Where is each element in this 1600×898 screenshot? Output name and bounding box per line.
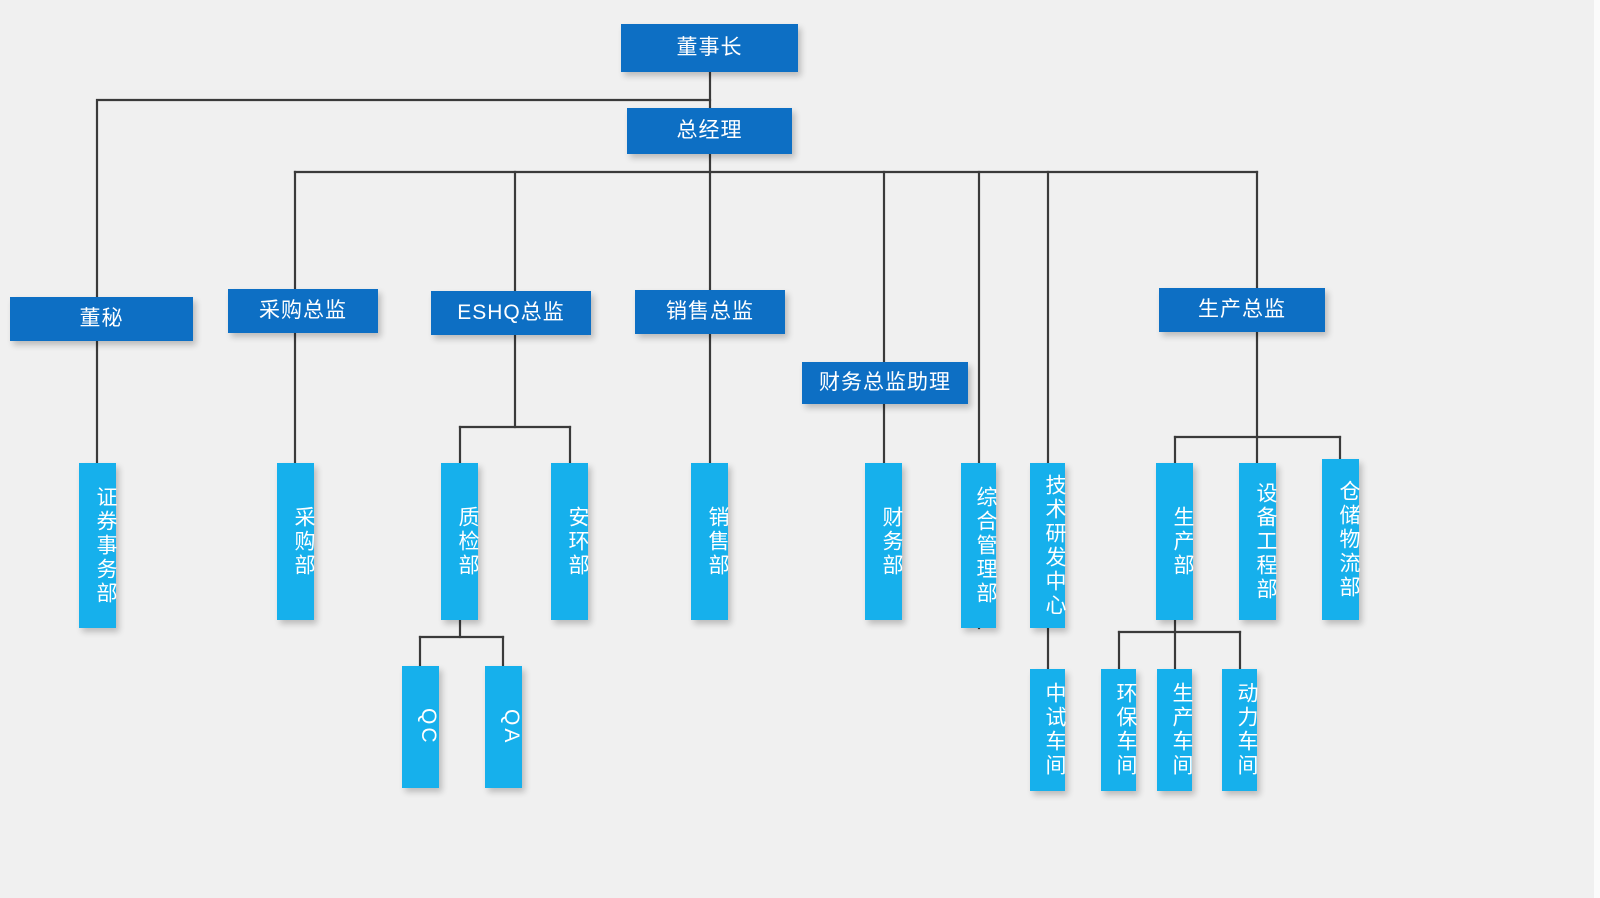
node-purchasing-dept[interactable]: 采购部 [277, 463, 315, 620]
node-finance-dept[interactable]: 财务部 [865, 463, 903, 620]
node-label: 财务部 [880, 505, 903, 578]
node-label: QA [500, 708, 523, 746]
node-label: 安环部 [566, 505, 589, 578]
node-label: 设备工程部 [1254, 481, 1277, 602]
node-purchasing-director[interactable]: 采购总监 [228, 289, 378, 333]
node-environmental-workshop[interactable]: 环保车间 [1101, 669, 1137, 791]
node-eshq-director[interactable]: ESHQ总监 [431, 291, 591, 335]
node-chairman[interactable]: 董事长 [621, 24, 798, 72]
node-label: 董秘 [79, 306, 124, 330]
node-label: 董事长 [676, 35, 743, 59]
node-securities-affairs-dept[interactable]: 证券事务部 [79, 463, 117, 628]
node-label: 证券事务部 [94, 485, 117, 606]
node-pilot-workshop[interactable]: 中试车间 [1030, 669, 1066, 791]
slide-right-margin [1594, 0, 1600, 898]
node-sales-dept[interactable]: 销售部 [691, 463, 729, 620]
node-label: 生产车间 [1170, 682, 1193, 778]
node-production-dept[interactable]: 生产部 [1156, 463, 1194, 620]
node-label: ESHQ总监 [457, 300, 565, 324]
node-general-administration-dept[interactable]: 综合管理部 [961, 463, 997, 628]
node-warehouse-logistics-dept[interactable]: 仓储物流部 [1322, 459, 1360, 620]
node-label: 技术研发中心 [1043, 473, 1066, 618]
node-equipment-engineering-dept[interactable]: 设备工程部 [1239, 463, 1277, 620]
node-label: 质检部 [456, 505, 479, 578]
node-finance-director-assistant[interactable]: 财务总监助理 [802, 362, 968, 404]
node-rnd-center[interactable]: 技术研发中心 [1030, 463, 1066, 628]
node-label: 综合管理部 [974, 485, 997, 606]
node-label: 采购部 [292, 505, 315, 578]
node-label: 财务总监助理 [819, 370, 951, 394]
node-safety-environment-dept[interactable]: 安环部 [551, 463, 589, 620]
node-power-workshop[interactable]: 动力车间 [1222, 669, 1258, 791]
node-label: 环保车间 [1114, 682, 1137, 778]
node-label: 总经理 [676, 118, 743, 142]
node-general-manager[interactable]: 总经理 [627, 108, 792, 154]
node-qc-team[interactable]: QC [402, 666, 440, 788]
node-production-workshop[interactable]: 生产车间 [1157, 669, 1193, 791]
node-label: 中试车间 [1043, 682, 1066, 778]
node-label: 采购总监 [259, 298, 347, 322]
node-qa-team[interactable]: QA [485, 666, 523, 788]
node-production-director[interactable]: 生产总监 [1159, 288, 1325, 332]
node-board-secretary[interactable]: 董秘 [10, 297, 193, 341]
node-label: 动力车间 [1235, 682, 1258, 778]
node-label: 销售部 [706, 505, 729, 578]
node-quality-inspection-dept[interactable]: 质检部 [441, 463, 479, 620]
node-sales-director[interactable]: 销售总监 [635, 290, 785, 334]
node-label: QC [417, 708, 440, 746]
node-label: 生产总监 [1198, 297, 1286, 321]
node-label: 生产部 [1171, 505, 1194, 578]
node-label: 销售总监 [666, 299, 754, 323]
node-label: 仓储物流部 [1337, 479, 1360, 600]
